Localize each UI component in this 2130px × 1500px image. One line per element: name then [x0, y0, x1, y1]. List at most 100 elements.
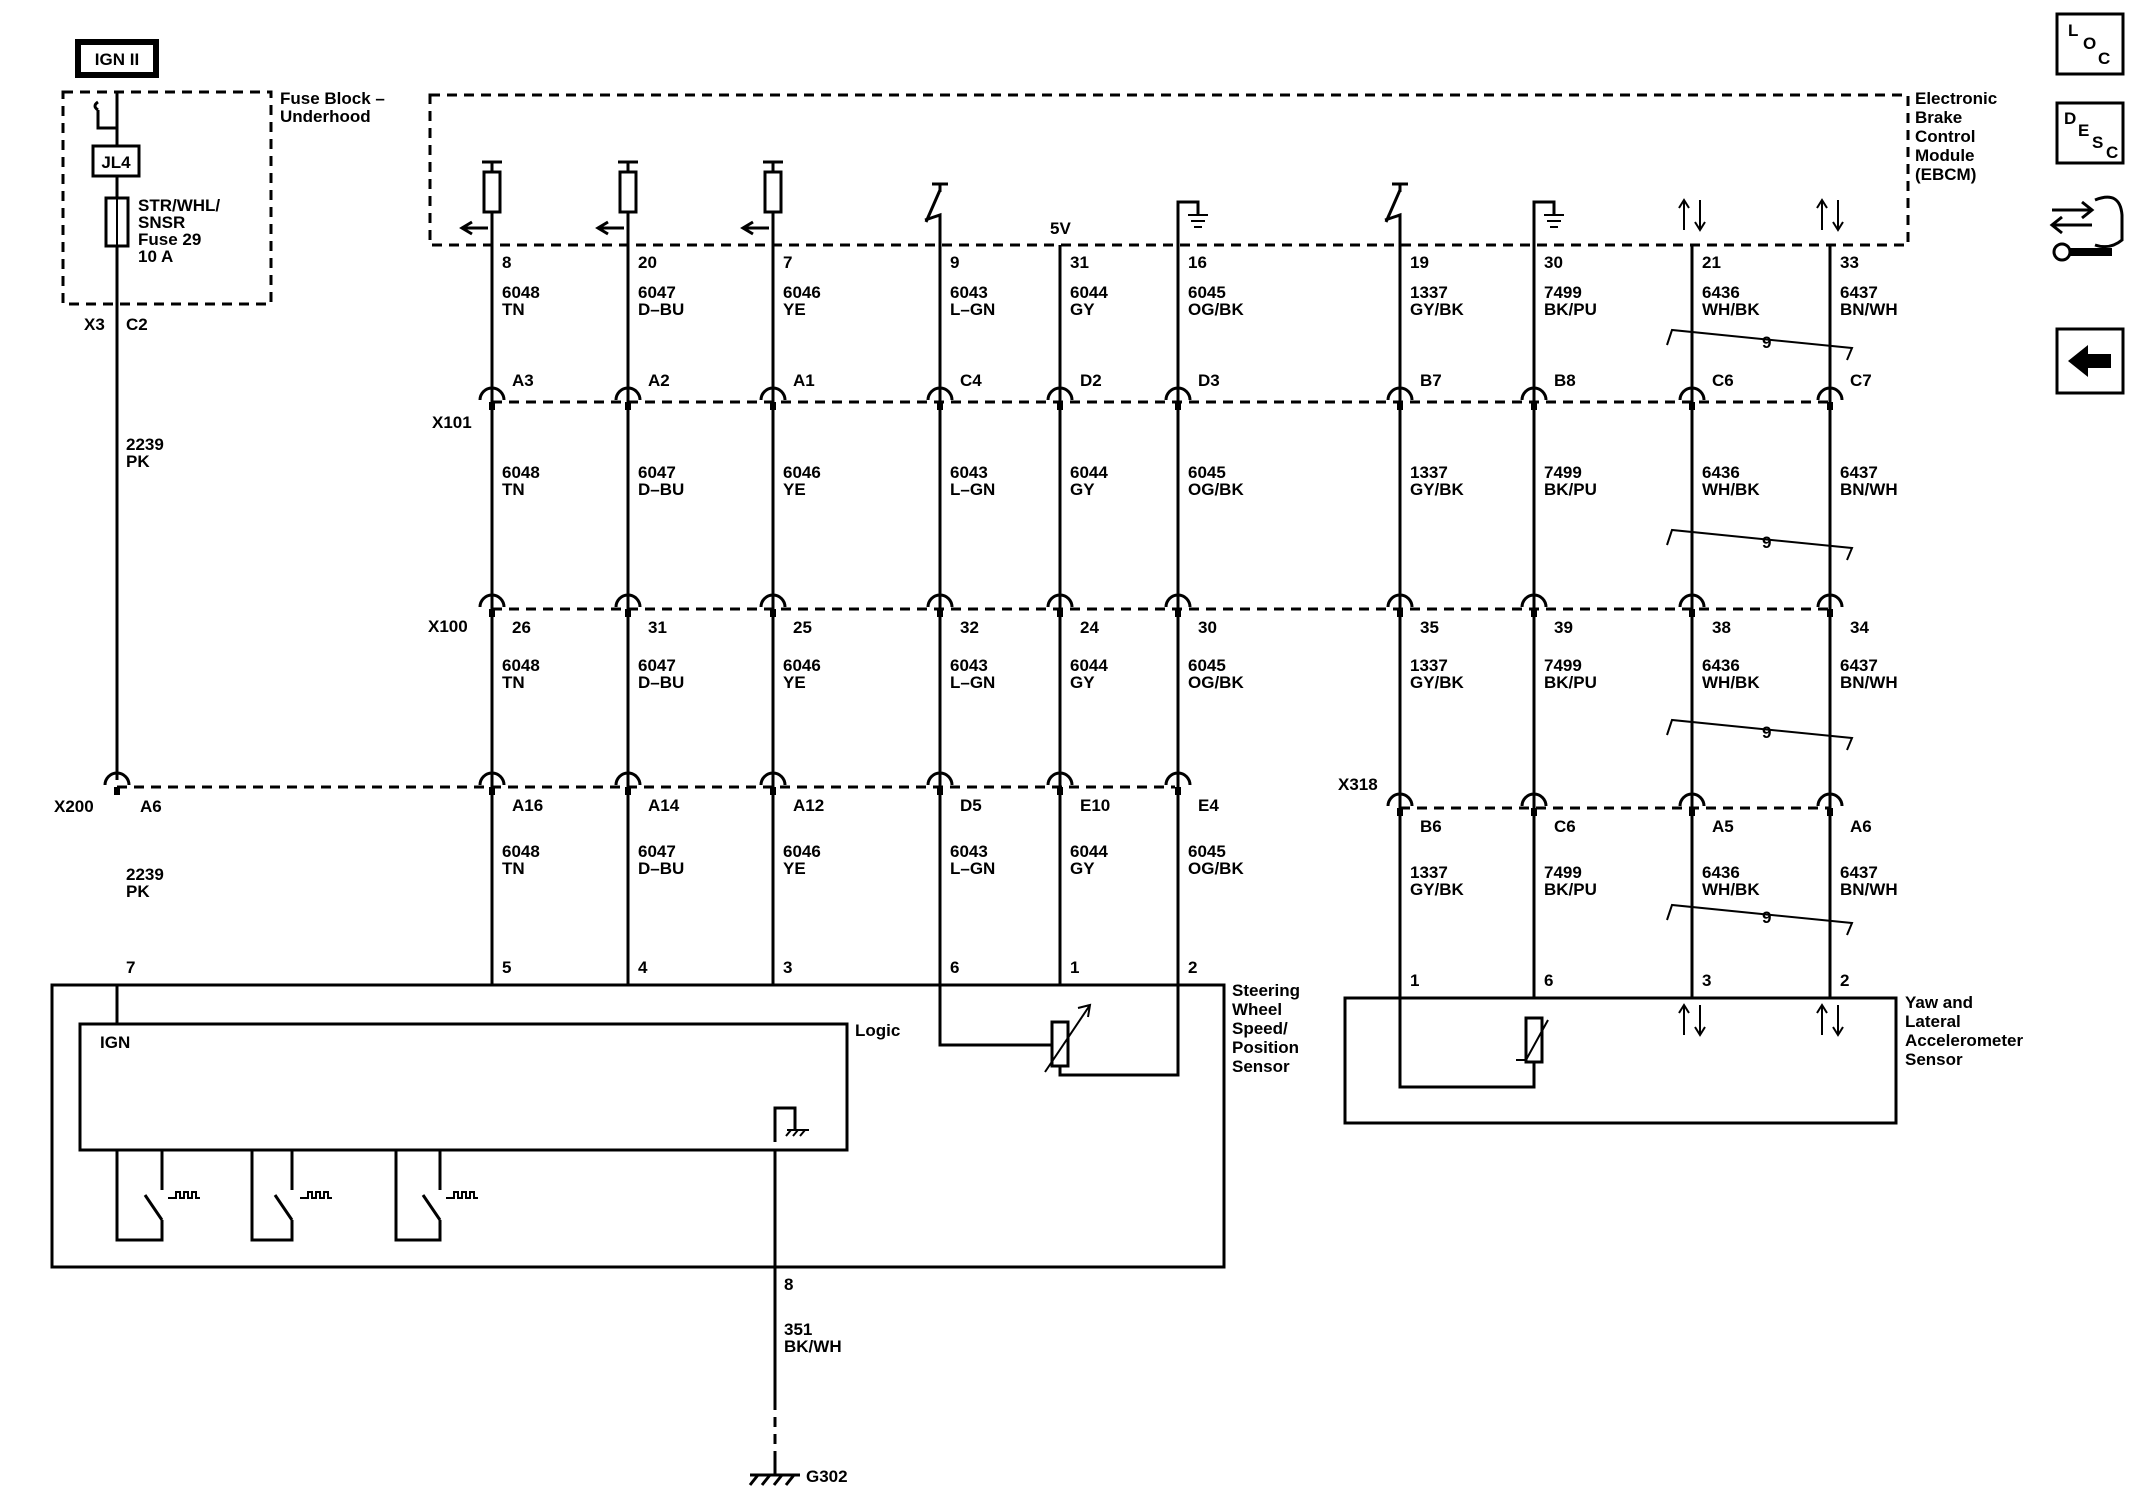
conn3-pin-C6-female — [1520, 792, 1548, 807]
wire-circuit-x100: 7499 — [1544, 656, 1582, 675]
conn3-pin-E10-female — [1046, 771, 1074, 786]
conn3-pin-A14-female — [614, 771, 642, 786]
wire-circuit-bottom: 6437 — [1840, 863, 1878, 882]
wire-circuit-bottom: 6047 — [638, 842, 676, 861]
wire-circuit-x100: 6048 — [502, 656, 540, 675]
x100-pin-24-label: 24 — [1080, 618, 1099, 637]
ebcm-serial-data-icon-down-arrow — [1694, 200, 1706, 232]
conn3-pin-A12-male — [770, 787, 776, 795]
x200-feed-pin: A6 — [140, 797, 162, 816]
ign-switch-symbol — [96, 110, 117, 130]
wire-circuit-top: 7499 — [1544, 283, 1582, 302]
five-volt-label: 5V — [1050, 219, 1071, 238]
wire-color-top: OG/BK — [1188, 300, 1244, 319]
sensor-pin-3: 3 — [1702, 971, 1711, 990]
wire-color-x101: TN — [502, 480, 525, 499]
x101-pin-A2-male — [625, 402, 631, 410]
ebcm-label-3: Control — [1915, 127, 1975, 146]
ign-label: IGN II — [95, 50, 139, 69]
twisted-pair-label: 9 — [1762, 723, 1771, 742]
back-button[interactable] — [2055, 327, 2125, 395]
steering-label-2: Wheel — [1232, 1000, 1282, 1019]
conn3-pin-A5-male — [1689, 808, 1695, 816]
loc-l: L — [2068, 21, 2078, 40]
loc-o: O — [2083, 34, 2096, 53]
wire-circuit-x101: 1337 — [1410, 463, 1448, 482]
wire-color-top: GY/BK — [1410, 300, 1465, 319]
ebcm-ground-wire — [1176, 200, 1200, 245]
ebcm-resistor-icon — [763, 170, 783, 214]
wire-circuit-bottom: 6044 — [1070, 842, 1108, 861]
ebcm-resistor-icon — [482, 170, 502, 214]
wire-color-x101: BN/WH — [1840, 480, 1898, 499]
wire-color-bottom: BK/PU — [1544, 880, 1597, 899]
wire-circuit-top: 6048 — [502, 283, 540, 302]
sensor-pin-2: 2 — [1840, 971, 1849, 990]
wire-color-x100: GY — [1070, 673, 1095, 692]
ebcm-ground-icon — [1188, 214, 1208, 228]
desc-c: C — [2106, 143, 2118, 162]
yaw-label-1: Yaw and — [1905, 993, 1973, 1012]
x100-pin-26-male — [489, 609, 495, 617]
conn3-pin-D5-male — [937, 787, 943, 795]
x200-label: X200 — [54, 797, 94, 816]
conn3-pin-A6-male — [1827, 808, 1833, 816]
x101-pin-C7-male — [1827, 402, 1833, 410]
jl4-box — [91, 144, 141, 178]
wire-color-x101: WH/BK — [1702, 480, 1760, 499]
conn3-pin-B6-label: B6 — [1420, 817, 1442, 836]
loc-button[interactable]: L O C — [2055, 12, 2125, 76]
x100-pin-30-male — [1175, 609, 1181, 617]
service-info-icon[interactable] — [2049, 195, 2124, 262]
sensor-pin-6: 6 — [950, 958, 959, 977]
wire-circuit-top: 6436 — [1702, 283, 1740, 302]
wire-color-x100: BN/WH — [1840, 673, 1898, 692]
g302-ground-icon — [748, 1473, 800, 1486]
ground-label: G302 — [806, 1467, 848, 1486]
x100-pin-39-male — [1531, 609, 1537, 617]
wire-circuit-x100: 6046 — [783, 656, 821, 675]
ebcm-label-1: Electronic — [1915, 89, 1997, 108]
wire-circuit-top: 6043 — [950, 283, 988, 302]
logic-box — [78, 1022, 849, 1152]
x100-pin-35-label: 35 — [1420, 618, 1439, 637]
conn3-pin-A6-label: A6 — [1850, 817, 1872, 836]
ground-circuit: 351 — [784, 1320, 812, 1339]
x101-pin-C6-female — [1678, 386, 1706, 401]
ebcm-resistor-icon — [618, 170, 638, 214]
twisted-pair-marker — [1666, 718, 1854, 751]
wire-color-x100: YE — [783, 673, 806, 692]
x101-pin-A1-label: A1 — [793, 371, 815, 390]
ebcm-ground-wire — [1532, 200, 1556, 245]
conn3-pin-E4-male — [1175, 787, 1181, 795]
sensor-switches — [115, 1150, 478, 1242]
wire-circuit-x101: 6043 — [950, 463, 988, 482]
desc-button[interactable]: D E S C — [2055, 101, 2125, 165]
wire-color-x100: OG/BK — [1188, 673, 1244, 692]
yaw-loop-wire — [1398, 998, 1536, 1089]
wire-color-x101: D–BU — [638, 480, 684, 499]
back-arrow-icon — [2068, 345, 2111, 377]
feed-circuit-2: 2239 — [126, 865, 164, 884]
steering-potentiometer-arrow — [1044, 1003, 1092, 1073]
x100-pin-30-label: 30 — [1198, 618, 1217, 637]
yaw-label-2: Lateral — [1905, 1012, 1961, 1031]
x100-pin-32-female — [926, 593, 954, 608]
wire-color-x100: WH/BK — [1702, 673, 1760, 692]
ebcm-serial-data-icon-down-arrow — [1832, 200, 1844, 232]
conn3-pin-A12-label: A12 — [793, 796, 824, 815]
steering-label-4: Position — [1232, 1038, 1299, 1057]
jl4-label: JL4 — [101, 153, 131, 172]
yaw-thermistor-slash — [1516, 1019, 1549, 1061]
wire-circuit-x101: 6048 — [502, 463, 540, 482]
desc-e: E — [2078, 121, 2089, 140]
ebcm-pin-20: 20 — [638, 253, 657, 272]
x101-pin-C6-label: C6 — [1712, 371, 1734, 390]
yaw-serial-data-icon-up-arrow — [1678, 1003, 1690, 1035]
wire-color-top: WH/BK — [1702, 300, 1760, 319]
wire-color-x100: D–BU — [638, 673, 684, 692]
wire-circuit-bottom: 6436 — [1702, 863, 1740, 882]
fuse-block-label-2: Underhood — [280, 107, 371, 126]
x100-pin-26-label: 26 — [512, 618, 531, 637]
